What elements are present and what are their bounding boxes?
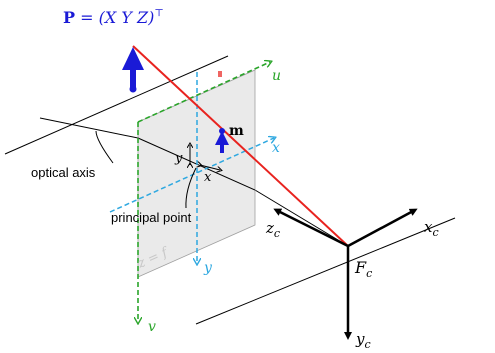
camera-x-axis bbox=[347, 208, 418, 248]
camera-z-axis bbox=[273, 208, 349, 248]
image-y-axis-label: y bbox=[203, 260, 213, 276]
u-axis-label: u bbox=[272, 68, 281, 84]
frame-main: F bbox=[354, 258, 367, 277]
image-x-axis bbox=[109, 138, 274, 213]
camera-x-main: x bbox=[424, 218, 433, 236]
optical-axis-line-front bbox=[254, 189, 349, 247]
title-label: P = (X Y Z)⊤ bbox=[63, 8, 164, 27]
title-sup: ⊤ bbox=[154, 8, 163, 19]
guide-line-lower bbox=[195, 217, 456, 325]
principal-point-label: principal point bbox=[111, 210, 192, 225]
red-marker bbox=[218, 71, 222, 77]
u-axis bbox=[137, 62, 270, 123]
image-x-axis-label: x bbox=[272, 140, 280, 156]
guide-line-upper bbox=[4, 55, 229, 155]
title-prefix: P bbox=[63, 8, 75, 27]
principal-point-pointer bbox=[185, 167, 197, 209]
camera-z-main: z bbox=[265, 219, 274, 237]
v-axis-label: v bbox=[148, 319, 156, 335]
camera-x-label: xc bbox=[424, 218, 439, 239]
optical-axis-line-back bbox=[39, 117, 139, 139]
point-P-base bbox=[129, 85, 137, 93]
frame-label: Fc bbox=[354, 258, 372, 280]
point-m-dot bbox=[219, 128, 225, 134]
camera-x-sub: c bbox=[432, 226, 438, 239]
projection-ray bbox=[132, 45, 349, 247]
point-m-label: m bbox=[229, 123, 244, 139]
point-P-arrowhead bbox=[122, 47, 144, 70]
optical-axis-label: optical axis bbox=[31, 165, 96, 180]
camera-z-label: zc bbox=[265, 219, 280, 240]
optical-axis-pointer bbox=[95, 130, 114, 164]
camera-y-sub: c bbox=[364, 338, 370, 351]
frame-sub: c bbox=[366, 267, 372, 280]
title-rest: = (X Y Z) bbox=[75, 8, 154, 27]
camera-y-label: yc bbox=[355, 330, 371, 351]
camera-z-sub: c bbox=[274, 227, 280, 240]
camera-y-main: y bbox=[355, 330, 365, 348]
offset-y-label: y bbox=[174, 151, 183, 166]
image-plane bbox=[137, 69, 256, 278]
offset-x-arrow bbox=[200, 165, 220, 170]
offset-x-label: x bbox=[204, 170, 212, 185]
point-m-arrowhead bbox=[215, 131, 229, 145]
